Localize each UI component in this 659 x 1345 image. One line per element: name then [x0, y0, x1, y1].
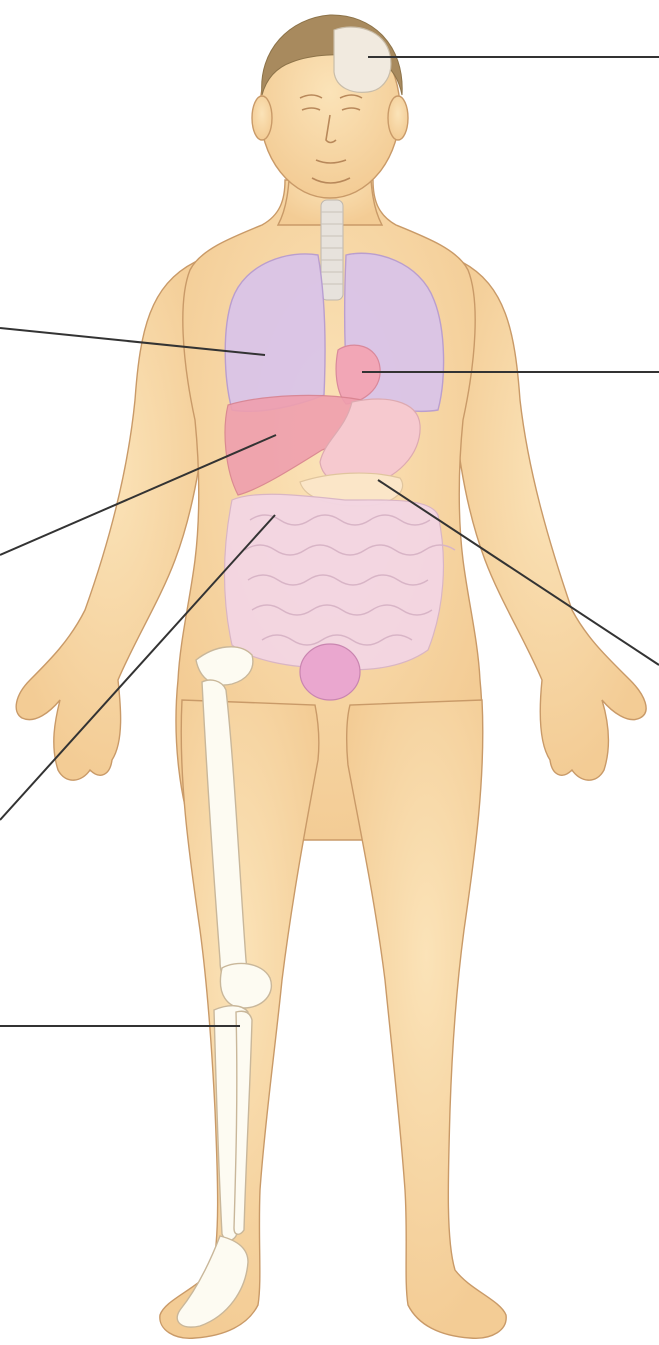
- bladder: [300, 644, 360, 700]
- trachea: [321, 200, 343, 300]
- intestines: [225, 494, 444, 669]
- knee-cap: [220, 963, 271, 1008]
- right-leg: [347, 700, 506, 1338]
- right-ear: [388, 96, 408, 140]
- right-arm: [455, 262, 646, 780]
- left-ear: [252, 96, 272, 140]
